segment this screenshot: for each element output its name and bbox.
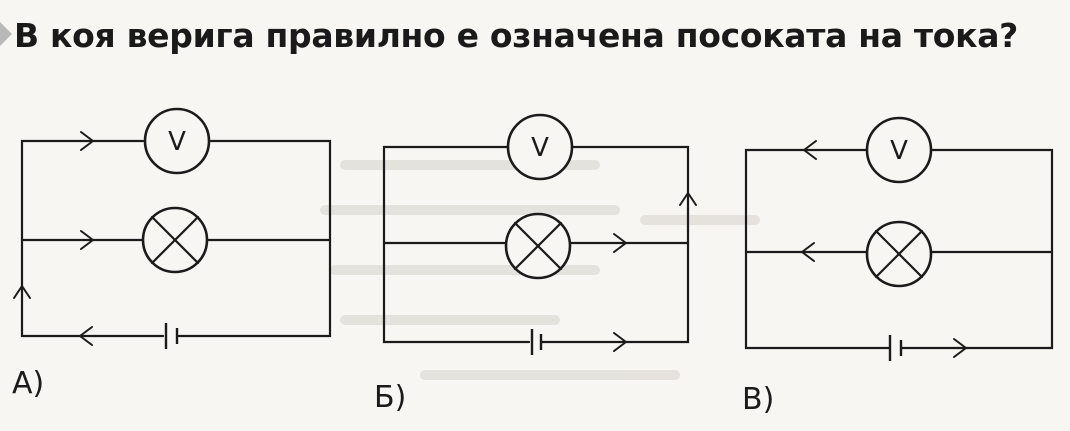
circuit-c-battery: [888, 335, 903, 361]
circuit-b-right-wire: [539, 145, 690, 344]
question-title: В коя верига правилно е означена посокат…: [14, 16, 1019, 55]
circuit-a: V: [13, 107, 332, 349]
bullet-marker-icon: [0, 22, 12, 46]
arrow-right-icon: [80, 131, 94, 151]
circuit-b: V: [382, 113, 697, 355]
voltmeter-symbol: V: [168, 127, 186, 157]
circuit-b-lamp: [504, 212, 572, 280]
arrow-right-icon: [613, 233, 627, 253]
arrow-right-icon: [953, 338, 967, 358]
circuit-a-right-wire: [177, 139, 332, 338]
circuit-a-battery: [164, 323, 179, 349]
option-a-label: А): [12, 366, 45, 401]
voltmeter-symbol: V: [531, 133, 549, 163]
circuit-c-voltmeter: V: [865, 116, 933, 184]
circuit-b-voltmeter: V: [506, 113, 574, 181]
circuit-c-lamp: [865, 220, 933, 288]
circuit-a-outer-wire: [20, 139, 165, 338]
arrow-right-icon: [80, 230, 94, 250]
circuit-b-outer-wire: [382, 145, 531, 344]
circuit-c-right-wire: [900, 148, 1054, 350]
option-c-label: В): [742, 382, 775, 417]
voltmeter-symbol: V: [890, 136, 908, 166]
arrow-left-icon: [79, 326, 93, 346]
option-b-label: Б): [374, 380, 407, 415]
circuit-a-lamp: [141, 206, 209, 274]
circuit-a-voltmeter: V: [143, 107, 211, 175]
circuit-b-battery: [530, 329, 543, 355]
circuit-c: V: [744, 116, 1054, 361]
arrow-left-icon: [801, 242, 815, 262]
arrow-right-icon: [613, 332, 627, 352]
arrow-up-icon: [13, 285, 31, 299]
circuit-c-outer-wire: [744, 148, 891, 350]
arrow-up-icon: [679, 192, 697, 206]
arrow-left-icon: [803, 140, 817, 160]
